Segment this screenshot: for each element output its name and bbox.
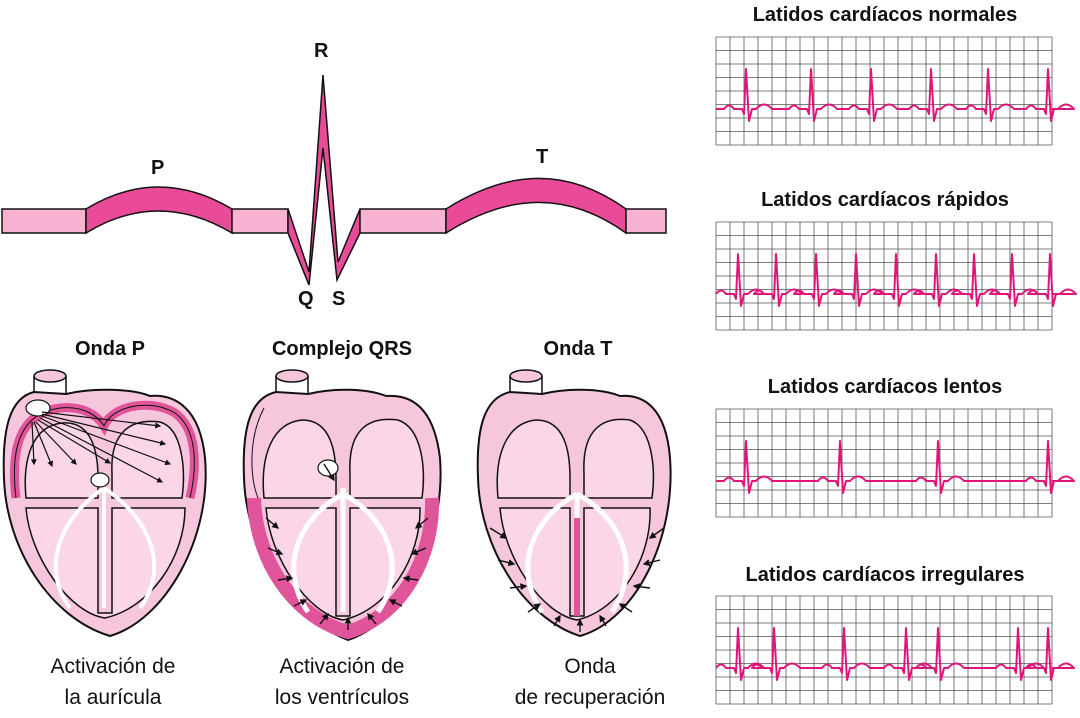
- strip-title-slow: Latidos cardíacos lentos: [767, 376, 1003, 398]
- baseline-segment: [1, 208, 87, 234]
- ecg-grid: [715, 221, 1053, 331]
- qrs-complex-segment: [287, 74, 361, 286]
- caption-line: Onda: [564, 655, 616, 678]
- ecg-grid: [715, 36, 1053, 146]
- q-wave-label: Q: [298, 288, 314, 310]
- caption-line: los ventrículos: [274, 686, 410, 709]
- aorta-vessel: [275, 369, 309, 383]
- ecg-trace: [716, 68, 1075, 122]
- caption-line: Activación de: [50, 655, 176, 678]
- heart-diagram-atrial-activation: [2, 369, 207, 638]
- av-node: [90, 472, 110, 488]
- heart-diagram-recovery-wave: [476, 369, 672, 638]
- t-wave-label: T: [536, 146, 549, 168]
- s-wave-label: S: [332, 288, 346, 310]
- ecg-trace: [715, 253, 1077, 307]
- caption-line: de recuperación: [514, 686, 666, 709]
- baseline-segment: [625, 208, 667, 234]
- ecg-strip-slow: [715, 408, 1075, 518]
- heart-diagram-ventricular-activation: [242, 369, 442, 642]
- heart-title-t-wave: Onda T: [543, 338, 613, 360]
- aorta-vessel: [33, 369, 67, 383]
- p-wave-segment: [85, 186, 233, 235]
- ecg-trace: [715, 627, 1075, 681]
- baseline-segment: [359, 208, 447, 234]
- r-peak-label: R: [314, 40, 329, 62]
- caption-line: Activación de: [279, 655, 405, 678]
- t-wave-segment: [445, 177, 627, 235]
- caption-ventricular-activation: Activación de los ventrículos: [212, 651, 472, 713]
- caption-atrial-activation: Activación de la aurícula: [0, 651, 243, 713]
- aorta-vessel: [509, 369, 543, 383]
- ecg-strip-normal: [715, 36, 1075, 146]
- caption-recovery-wave: Onda de recuperación: [460, 651, 720, 713]
- heart-title-qrs: Complejo QRS: [271, 338, 412, 360]
- strip-title-normal: Latidos cardíacos normales: [752, 4, 1018, 26]
- main-ecg-waveform: [1, 74, 667, 286]
- p-wave-label: P: [151, 157, 165, 179]
- ecg-strip-fast: [715, 221, 1077, 331]
- ecg-grid: [715, 408, 1053, 518]
- ecg-strip-irregular: [715, 595, 1075, 705]
- caption-line: la aurícula: [64, 686, 162, 709]
- baseline-segment: [231, 208, 289, 234]
- strip-title-fast: Latidos cardíacos rápidos: [761, 189, 1009, 211]
- heart-title-p-wave: Onda P: [74, 338, 145, 360]
- ecg-grid: [715, 595, 1053, 705]
- av-node: [317, 459, 339, 477]
- sa-node: [25, 399, 51, 417]
- strip-title-irregular: Latidos cardíacos irregulares: [745, 564, 1025, 586]
- ecg-trace: [716, 440, 1075, 494]
